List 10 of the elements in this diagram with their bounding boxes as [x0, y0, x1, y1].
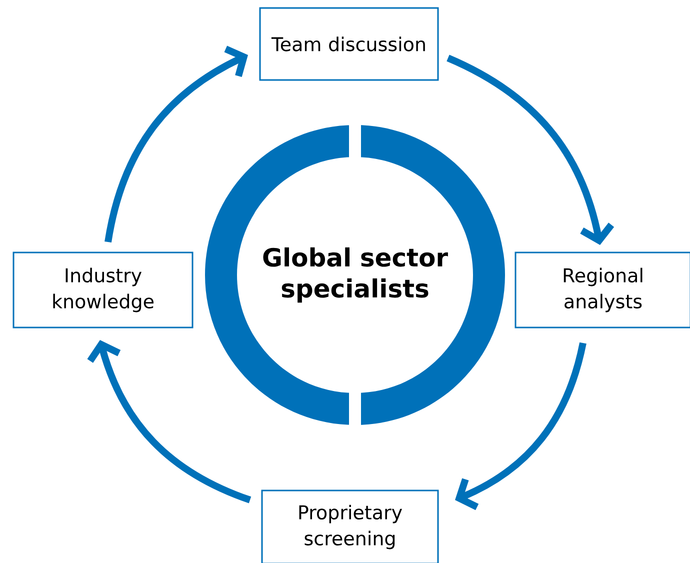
node-label: Global sector specialists — [263, 247, 448, 303]
process-box: Industry knowledge — [12, 252, 194, 328]
ring-node: Global sector specialists — [205, 123, 505, 427]
arrow — [446, 54, 614, 245]
process-box: Team discussion — [259, 7, 439, 81]
arrow — [87, 340, 252, 504]
process-box: Regional analysts — [514, 252, 690, 328]
arrow — [104, 46, 248, 243]
process-box: Proprietary screening — [261, 490, 439, 563]
arrow — [455, 342, 586, 510]
